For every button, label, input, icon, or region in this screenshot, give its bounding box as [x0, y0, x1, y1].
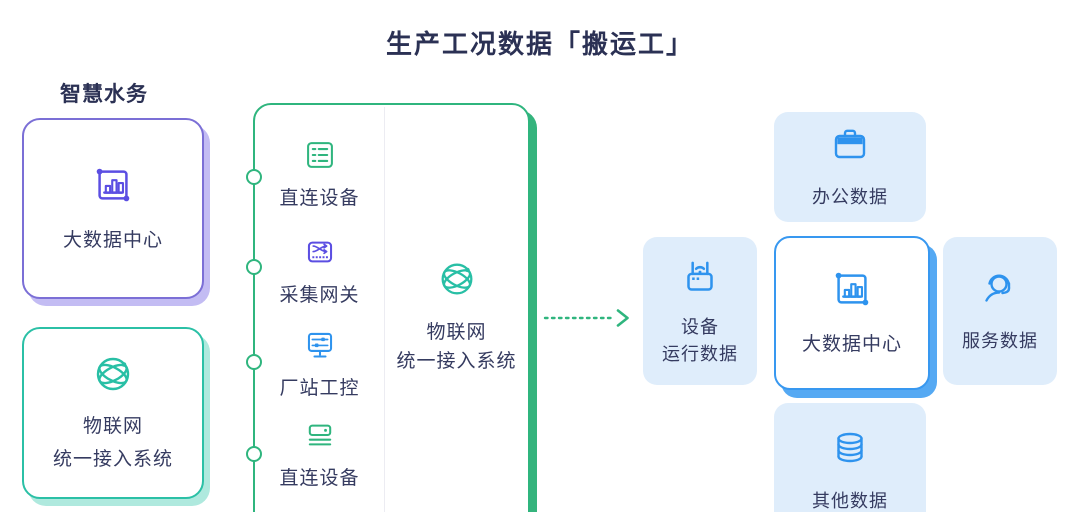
card-label-line: 统一接入系统 — [52, 448, 173, 470]
server-list-icon — [303, 138, 337, 177]
iot-system-column: 物联网 统一接入系统 — [385, 258, 528, 376]
page-title: 生产工况数据「搬运工」 — [385, 29, 694, 59]
source-item-direct-device-1: 直连设备 — [255, 138, 384, 214]
connector-node — [246, 354, 262, 370]
bar-chart-frame-icon — [90, 162, 136, 213]
globe-network-icon — [91, 352, 135, 401]
tile-label: 其他数据 — [812, 491, 888, 511]
source-item-direct-device-2: 直连设备 — [255, 418, 384, 494]
source-item-plant-control: 厂站工控 — [255, 328, 384, 404]
other-data-tile: 其他数据 — [774, 403, 926, 512]
modem-icon — [303, 418, 337, 457]
database-icon — [828, 427, 872, 476]
iot-gateway-box: 直连设备 采集网关 — [253, 103, 530, 512]
briefcase-icon — [828, 123, 872, 172]
connector-node — [246, 169, 262, 185]
tile-label-line: 运行数据 — [662, 343, 738, 364]
divider — [384, 107, 385, 512]
system-label-line: 物联网 — [426, 322, 487, 343]
source-item-gateway: 采集网关 — [255, 235, 384, 311]
gateway-switch-icon — [303, 235, 337, 274]
source-item-label: 厂站工控 — [279, 378, 360, 399]
service-data-tile: 服务数据 — [943, 237, 1057, 385]
office-data-tile: 办公数据 — [774, 112, 926, 222]
card-label: 大数据中心 — [62, 229, 163, 251]
router-icon — [677, 255, 723, 306]
device-running-data-tile: 设备 运行数据 — [643, 237, 757, 385]
connector-node — [246, 446, 262, 462]
big-data-center-card-right: 大数据中心 — [774, 236, 930, 390]
left-section-heading: 智慧水务 — [60, 83, 148, 106]
source-item-label: 直连设备 — [279, 188, 360, 209]
tile-label: 服务数据 — [962, 331, 1038, 351]
connector-node — [246, 259, 262, 275]
bar-chart-frame-icon — [829, 266, 875, 317]
tile-label: 办公数据 — [812, 187, 888, 207]
globe-network-icon — [436, 258, 478, 305]
card-label: 大数据中心 — [801, 334, 902, 356]
tile-label-line: 设备 — [681, 316, 719, 337]
source-item-label: 直连设备 — [279, 468, 360, 489]
iot-access-card: 物联网 统一接入系统 — [22, 327, 204, 499]
headset-agent-icon — [978, 267, 1022, 316]
big-data-center-card: 大数据中心 — [22, 118, 204, 299]
monitor-control-icon — [303, 328, 337, 367]
flow-arrow-icon — [542, 306, 634, 335]
source-item-label: 采集网关 — [279, 285, 360, 306]
card-label-line: 物联网 — [82, 416, 143, 437]
system-label-line: 统一接入系统 — [396, 350, 517, 372]
